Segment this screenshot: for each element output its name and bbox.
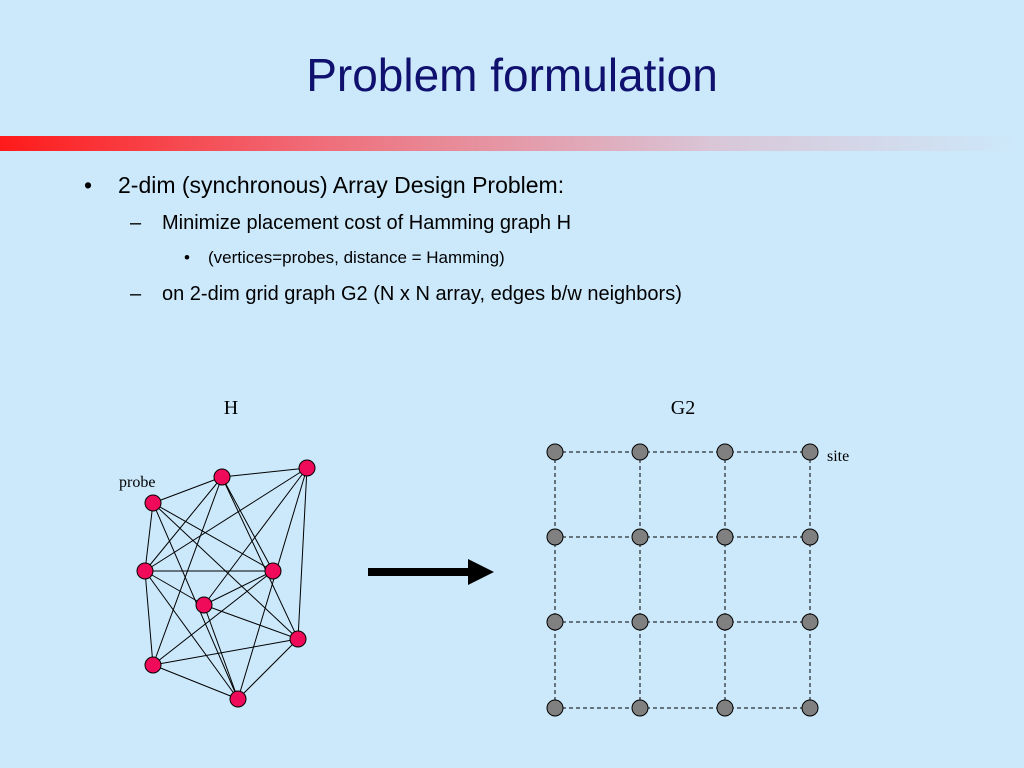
- site-node: [546, 528, 564, 546]
- site-node: [716, 528, 734, 546]
- graph-h-edge: [237, 467, 308, 700]
- graph-h-edge: [152, 502, 239, 700]
- title-rule: [0, 136, 1024, 151]
- probe-node: [144, 494, 162, 512]
- graph-h-edge: [144, 467, 308, 572]
- site-node: [716, 699, 734, 717]
- slide-title: Problem formulation: [306, 49, 718, 101]
- arrow-head: [468, 559, 494, 585]
- probe-node: [195, 596, 213, 614]
- probe-node: [136, 562, 154, 580]
- site-node: [716, 443, 734, 461]
- probe-label: probe: [119, 474, 155, 491]
- bullet-text-vertices: (vertices=probes, distance = Hamming): [208, 248, 505, 267]
- graph-h-edge: [237, 638, 299, 700]
- probe-node: [229, 690, 247, 708]
- site-node: [631, 699, 649, 717]
- dash-marker: –: [130, 283, 142, 305]
- graph-h-edge: [203, 604, 239, 700]
- dash-marker: –: [130, 212, 142, 234]
- graph-h-edge: [152, 502, 274, 572]
- graph-h-edge: [152, 664, 239, 700]
- bullet-text-grid-graph: on 2-dim grid graph G2 (N x N array, edg…: [162, 283, 682, 305]
- graph-h-edge: [203, 467, 308, 606]
- probe-node: [298, 459, 316, 477]
- graph-h-edge: [297, 467, 308, 640]
- graph-h-edge: [152, 570, 274, 666]
- site-node: [801, 613, 819, 631]
- site-node: [546, 613, 564, 631]
- site-node: [546, 699, 564, 717]
- bullet-marker: •: [184, 248, 190, 267]
- probe-node: [289, 630, 307, 648]
- graph-h-edge: [144, 570, 154, 666]
- site-node: [631, 613, 649, 631]
- graph-h-edge: [144, 476, 223, 572]
- graph-h-edge: [203, 604, 299, 640]
- site-label: site: [827, 448, 849, 465]
- site-node: [631, 528, 649, 546]
- probe-node: [264, 562, 282, 580]
- graph-h-edge: [144, 570, 205, 606]
- site-node: [631, 443, 649, 461]
- mapping-arrow: [368, 559, 494, 585]
- graph-g2-label: G2: [671, 397, 695, 419]
- graph-h-edge: [203, 570, 274, 606]
- site-node: [546, 443, 564, 461]
- graph-h-edge: [152, 638, 299, 666]
- arrow-shaft: [368, 568, 470, 576]
- bullet-text-minimize: Minimize placement cost of Hamming graph…: [162, 212, 572, 234]
- graph-g2-edges: [554, 451, 811, 709]
- graph-h-edge: [144, 502, 154, 572]
- graph-g2-sites: [546, 443, 819, 717]
- bullet-text-array-design: 2-dim (synchronous) Array Design Problem…: [118, 172, 565, 198]
- site-node: [801, 699, 819, 717]
- site-node: [801, 528, 819, 546]
- graph-h-edge: [221, 476, 299, 640]
- site-node: [801, 443, 819, 461]
- bullet-marker: •: [84, 172, 93, 198]
- probe-node: [144, 656, 162, 674]
- graph-h: [144, 467, 308, 700]
- site-node: [716, 613, 734, 631]
- probe-node: [213, 468, 231, 486]
- graph-h-edge: [152, 476, 223, 504]
- graph-h-edge: [221, 467, 308, 478]
- graph-h-label: H: [224, 397, 238, 419]
- graph-h-edge: [221, 476, 274, 572]
- graph-h-probes: [136, 459, 316, 708]
